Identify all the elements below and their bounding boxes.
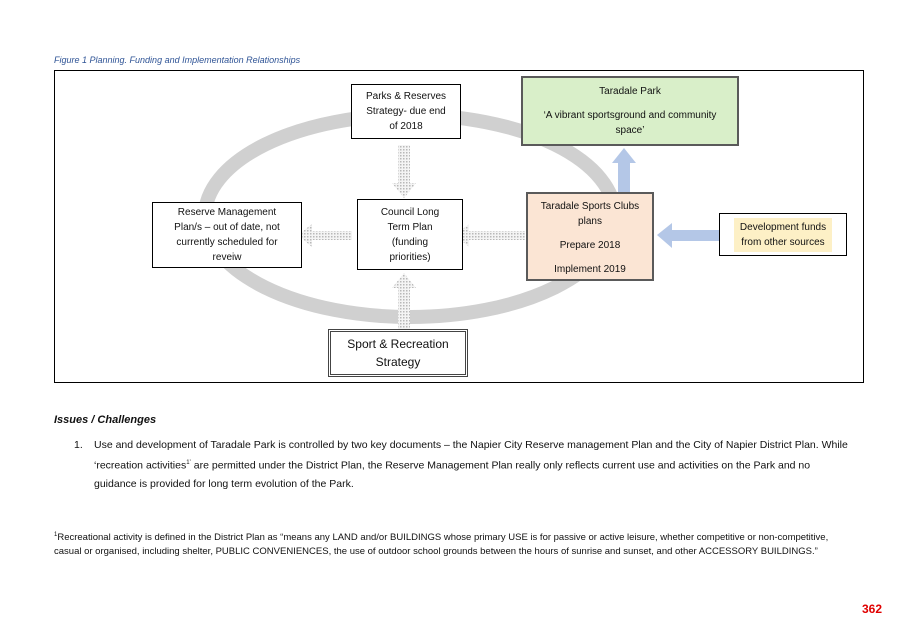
issue-item: 1. Use and development of Taradale Park … [74, 436, 854, 493]
reserve-plan-line: currently scheduled for [176, 237, 278, 248]
sport-recreation-strategy-box: Sport & Recreation Strategy [328, 329, 468, 377]
reserve-plan-line: reveiw [212, 252, 242, 263]
arrow-funds-to-clubs [657, 223, 719, 248]
reserve-plan-line: Reserve Management [177, 207, 277, 218]
sport-strategy-line: Strategy [375, 355, 421, 369]
issue-text: Use and development of Taradale Park is … [94, 436, 854, 493]
sports-clubs-title: plans [578, 216, 602, 227]
arrow-clubs-to-council [455, 224, 525, 247]
taradale-park-subtitle: ‘A vibrant sportsground and community [543, 110, 717, 121]
issues-heading: Issues / Challenges [54, 414, 157, 426]
sports-clubs-implement: Implement 2019 [554, 264, 626, 275]
taradale-sports-clubs-box: Taradale Sports Clubs plans Prepare 2018… [526, 192, 654, 281]
arrow-parks-to-council [392, 145, 416, 198]
issue-text-part: are permitted under the District Plan, t… [94, 459, 811, 490]
development-funds-box: Development funds from other sources [719, 213, 847, 256]
taradale-park-box: Taradale Park ‘A vibrant sportsground an… [521, 76, 739, 146]
taradale-park-title: Taradale Park [599, 86, 661, 97]
footnote-marker: 1 [54, 532, 58, 538]
parks-reserves-strategy-box: Parks & Reserves Strategy- due end of 20… [351, 84, 461, 139]
figure-frame: Parks & Reserves Strategy- due end of 20… [54, 70, 864, 383]
issue-number: 1. [74, 439, 83, 451]
arrow-clubs-to-park [612, 148, 636, 193]
reserve-management-plan-box: Reserve Management Plan/s – out of date,… [152, 202, 302, 268]
issue-footnote-ref: 1’ [186, 460, 191, 466]
dev-funds-line: from other sources [741, 236, 825, 248]
issue-text-part: Use and development of Taradale Park is … [94, 439, 848, 472]
taradale-park-subtitle: space’ [615, 125, 645, 136]
sport-strategy-line: Sport & Recreation [347, 337, 449, 351]
development-funds-highlight: Development funds from other sources [733, 217, 833, 252]
footnote-text: Recreational activity is defined in the … [54, 532, 829, 558]
sports-clubs-prepare: Prepare 2018 [559, 240, 621, 251]
page-number: 362 [862, 602, 883, 616]
council-ltp-line: Council Long [380, 206, 440, 218]
sports-clubs-title: Taradale Sports Clubs [540, 201, 640, 212]
parks-strategy-line: Strategy- due end [366, 106, 446, 117]
reserve-plan-line: Plan/s – out of date, not [174, 222, 280, 233]
footnote: 1Recreational activity is defined in the… [54, 528, 854, 559]
council-long-term-plan-box: Council Long Term Plan (funding prioriti… [357, 199, 463, 270]
arrow-sport-to-council [392, 273, 416, 331]
parks-strategy-line: Parks & Reserves [365, 91, 447, 102]
arrow-council-to-reserve [298, 224, 352, 247]
figure-caption: Figure 1 Planning. Funding and Implement… [54, 55, 301, 65]
dev-funds-line: Development funds [739, 221, 827, 233]
parks-strategy-line: of 2018 [389, 121, 423, 132]
council-ltp-line: Term Plan [387, 221, 433, 233]
council-ltp-line: priorities) [389, 251, 431, 263]
council-ltp-line: (funding [391, 236, 429, 248]
